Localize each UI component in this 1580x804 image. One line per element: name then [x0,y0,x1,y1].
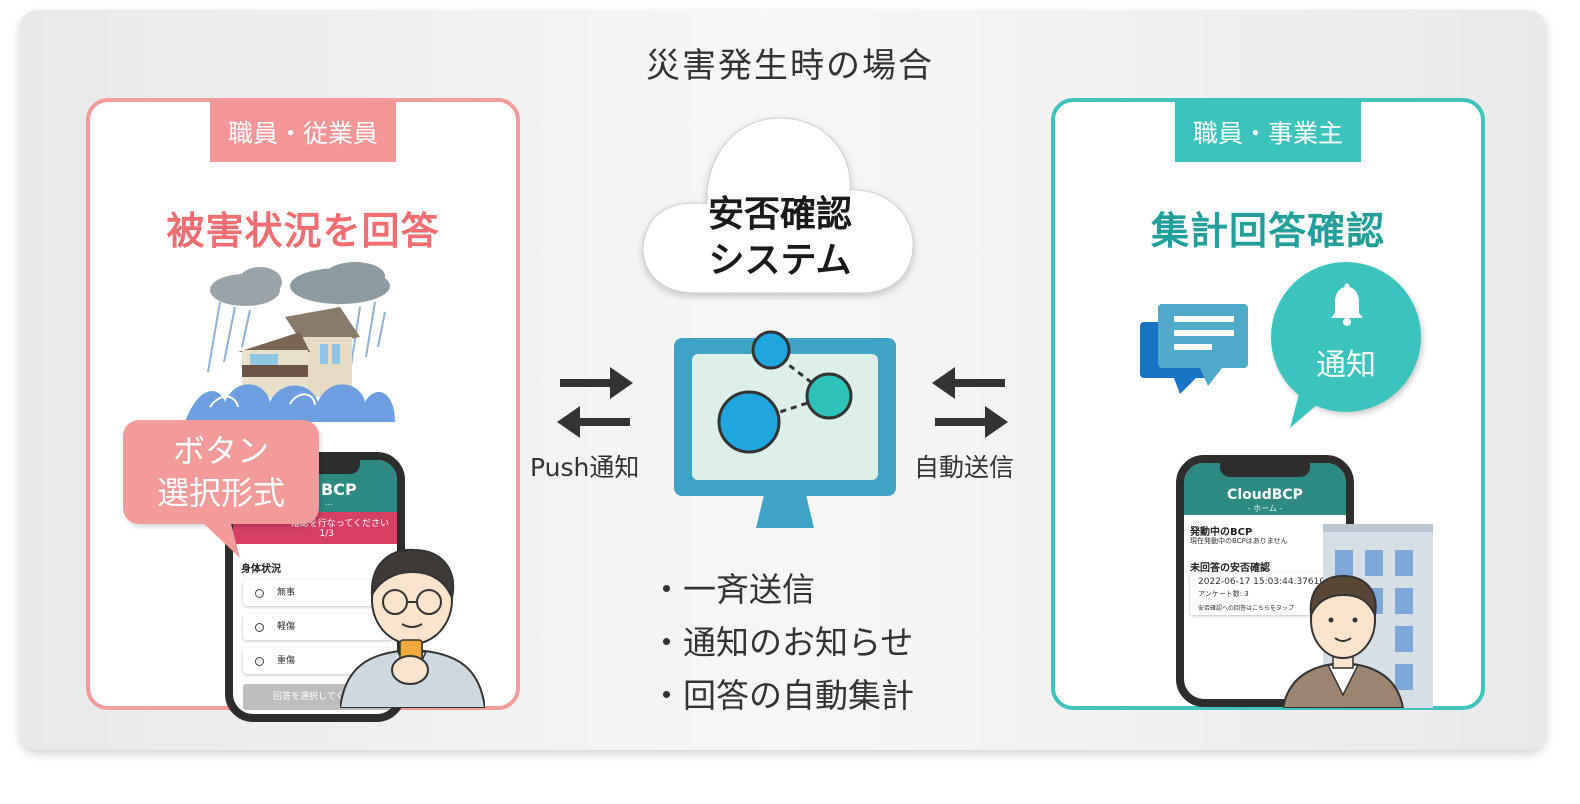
option-unharmed[interactable]: 無事 [243,580,393,606]
exchange-arrows-left-icon [557,367,633,438]
phone-banner-count: 1/3 [319,529,334,539]
phone-section-title: 身体状況 [241,564,281,575]
bubble-line-1: ボタン [172,432,269,470]
active-bcp-title: 発動中のBCP [1190,527,1253,538]
feature-list: ・一斉送信 ・通知のお知らせ ・回答の自動集計 [650,563,914,722]
exchange-arrows-right-icon [932,367,1008,438]
monitor-network-icon [674,330,896,528]
auto-send-label: 自動送信 [914,453,1015,482]
button-selection-bubble: ボタン 選択形式 [123,420,319,524]
building-person-illustration [1283,524,1433,708]
employer-heading: 集計回答確認 [1150,209,1385,253]
pending-count: アンケート数: 3 [1198,590,1249,598]
bell-icon [1331,283,1363,326]
phone-notch [1220,463,1310,477]
notification-tail [1290,390,1325,428]
feature-item: ・一斉送信 [650,570,815,609]
phone-app-name: BCP [321,480,357,499]
active-bcp-text: 現在発動中のBCPはありません [1190,537,1288,545]
chat-bubbles-icon [1140,304,1248,394]
cloud-line-2: システム [708,240,852,281]
phone-app-name: CloudBCP [1227,487,1303,503]
cloud-system-label: 安否確認 システム [640,192,920,284]
notification-label: 通知 [1316,348,1376,383]
pending-date: 2022-06-17 15:03:44.376105Z [1198,577,1337,587]
cloud-line-1: 安否確認 [707,194,852,235]
bubble-tail [200,520,240,558]
feature-item: ・通知のお知らせ [650,623,914,662]
pending-hint: 安否確認への回答はこちらをタップ [1198,605,1295,612]
feature-item: ・回答の自動集計 [650,676,914,715]
employee-role-tag: 職員・従業員 [209,102,397,162]
employee-heading: 被害状況を回答 [166,209,440,253]
flood-house-illustration [185,262,395,422]
employee-person-illustration [340,548,485,708]
phone-banner-text: 確認を行なってください [290,519,389,529]
phone-subheader: - ホーム - [1247,504,1283,513]
page-title: 災害発生時の場合 [646,46,934,86]
employer-role-tag: 職員・事業主 [1174,102,1362,162]
push-notification-label: Push通知 [530,453,640,482]
cloud-shape [642,117,914,294]
bubble-line-2: 選択形式 [156,474,285,512]
phone-subheader: … [325,498,333,507]
pending-title: 未回答の安否確認 [1190,563,1270,574]
option-minor-injury[interactable]: 軽傷 [243,614,393,640]
